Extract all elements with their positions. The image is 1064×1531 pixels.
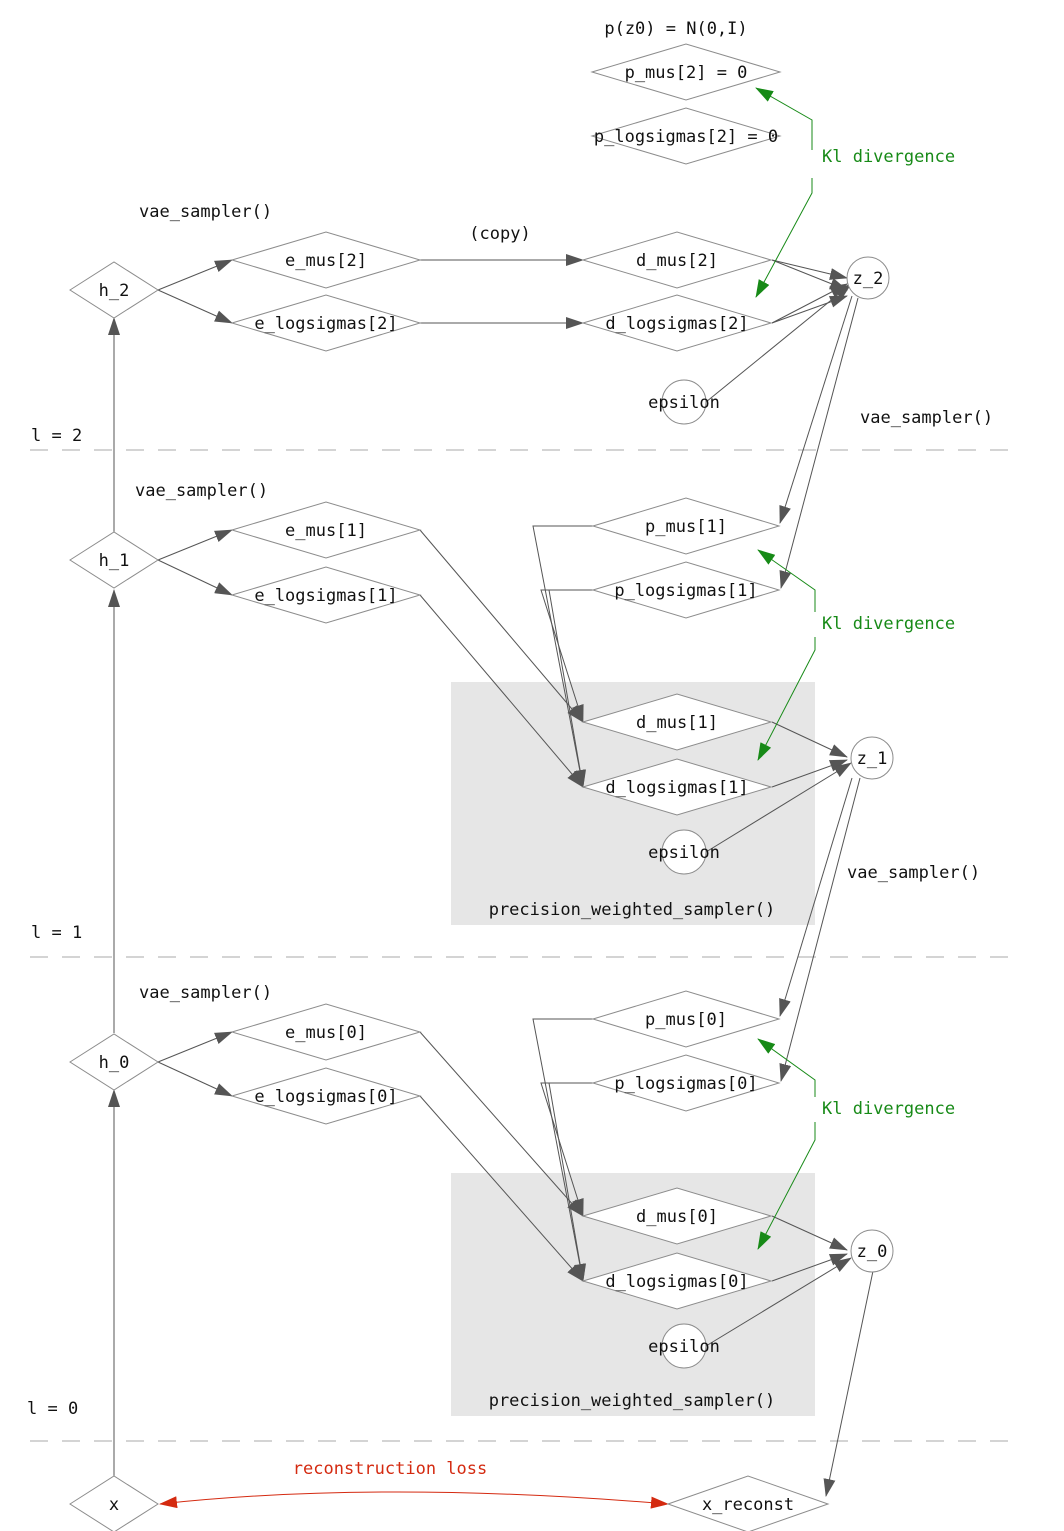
- precision-weighted-sampler-label-1: precision_weighted_sampler(): [489, 900, 776, 920]
- encoder-logsigma-label-0: e_logsigmas[0]: [254, 1087, 397, 1107]
- latent-label-0: z_0: [857, 1242, 888, 1262]
- encoder-logsigma-node-1: [230, 566, 422, 624]
- top-prior-mu-label: p_mus[2] = 0: [625, 63, 748, 83]
- prior-label: p(z0) = N(0,I): [604, 19, 747, 39]
- hidden-label-1: h_1: [99, 551, 130, 571]
- prior-mu-node-0: [591, 990, 781, 1048]
- epsilon-node-2: [661, 379, 707, 425]
- latent-label-2: z_2: [853, 269, 884, 289]
- prior-logsigma-label-1: p_logsigmas[1]: [614, 581, 757, 601]
- top-prior-mu-node: [590, 43, 782, 101]
- output-node: [666, 1475, 830, 1531]
- decoder-mu-node-1: [581, 693, 773, 751]
- hidden-label-0: h_0: [99, 1053, 130, 1073]
- decoder-mu-node-0: [581, 1187, 773, 1245]
- epsilon-node-0: [661, 1323, 707, 1369]
- decoder-mu-node-2: [581, 231, 773, 289]
- epsilon-label-2: epsilon: [648, 393, 720, 413]
- latent-node-1: [850, 736, 894, 780]
- decoder-logsigma-node-2: [581, 294, 773, 352]
- precision-weighted-sampler-label-0: precision_weighted_sampler(): [489, 1391, 776, 1411]
- kl-label-1: Kl divergence: [822, 614, 955, 634]
- level-label-1: l = 1: [31, 923, 82, 943]
- vae-sampler-label-encoder-1: vae_sampler(): [135, 481, 268, 501]
- hidden-node-0: [69, 1033, 159, 1091]
- epsilon-label-1: epsilon: [648, 843, 720, 863]
- prior-logsigma-label-0: p_logsigmas[0]: [614, 1074, 757, 1094]
- decoder-mu-label-2: d_mus[2]: [636, 251, 718, 271]
- decoder-logsigma-label-1: d_logsigmas[1]: [605, 778, 748, 798]
- decoder-logsigma-node-1: [581, 758, 773, 816]
- encoder-mu-label-0: e_mus[0]: [285, 1023, 367, 1043]
- latent-node-0: [850, 1229, 894, 1273]
- kl-label-0: Kl divergence: [822, 1099, 955, 1119]
- copy-label: (copy): [469, 224, 530, 244]
- decoder-mu-label-1: d_mus[1]: [636, 713, 718, 733]
- edges: [108, 254, 874, 1497]
- decoder-logsigma-label-0: d_logsigmas[0]: [605, 1272, 748, 1292]
- encoder-logsigma-node-2: [230, 294, 422, 352]
- prior-logsigma-node-0: [591, 1054, 781, 1112]
- top-prior-logsigma-node: [590, 107, 782, 165]
- encoder-logsigma-node-0: [230, 1067, 422, 1125]
- encoder-mu-node-1: [230, 501, 422, 559]
- input-label: x: [109, 1495, 119, 1515]
- level-label-2: l = 2: [31, 426, 82, 446]
- vae-sampler-label-encoder-2: vae_sampler(): [139, 202, 272, 222]
- kl-edges: [755, 87, 816, 1250]
- prior-mu-label-0: p_mus[0]: [645, 1010, 727, 1030]
- hidden-label-2: h_2: [99, 281, 130, 301]
- decoder-mu-label-0: d_mus[0]: [636, 1207, 718, 1227]
- encoder-mu-label-2: e_mus[2]: [285, 251, 367, 271]
- kl-label-2: Kl divergence: [822, 147, 955, 167]
- top-prior-logsigma-label: p_logsigmas[2] = 0: [594, 127, 778, 147]
- reconstruction-edge: [159, 1491, 669, 1509]
- vae-sampler-label-decoder-2: vae_sampler(): [860, 408, 993, 428]
- epsilon-node-1: [661, 829, 707, 875]
- prior-mu-label-1: p_mus[1]: [645, 517, 727, 537]
- vae-sampler-label-decoder-1: vae_sampler(): [847, 863, 980, 883]
- encoder-logsigma-label-2: e_logsigmas[2]: [254, 314, 397, 334]
- epsilon-label-0: epsilon: [648, 1337, 720, 1357]
- decoder-logsigma-node-0: [581, 1252, 773, 1310]
- input-node: [69, 1475, 159, 1531]
- output-label: x_reconst: [702, 1495, 794, 1515]
- encoder-mu-label-1: e_mus[1]: [285, 521, 367, 541]
- prior-mu-node-1: [591, 497, 781, 555]
- encoder-mu-node-0: [230, 1003, 422, 1061]
- prior-logsigma-node-1: [591, 561, 781, 619]
- hidden-node-1: [69, 531, 159, 589]
- latent-node-2: [846, 256, 890, 300]
- encoder-logsigma-label-1: e_logsigmas[1]: [254, 586, 397, 606]
- decoder-logsigma-label-2: d_logsigmas[2]: [605, 314, 748, 334]
- reconstruction-loss-label: reconstruction loss: [293, 1459, 487, 1479]
- encoder-mu-node-2: [230, 231, 422, 289]
- vae-sampler-label-encoder-0: vae_sampler(): [139, 983, 272, 1003]
- latent-label-1: z_1: [857, 749, 888, 769]
- level-label-0: l = 0: [27, 1399, 78, 1419]
- hidden-node-2: [69, 261, 159, 319]
